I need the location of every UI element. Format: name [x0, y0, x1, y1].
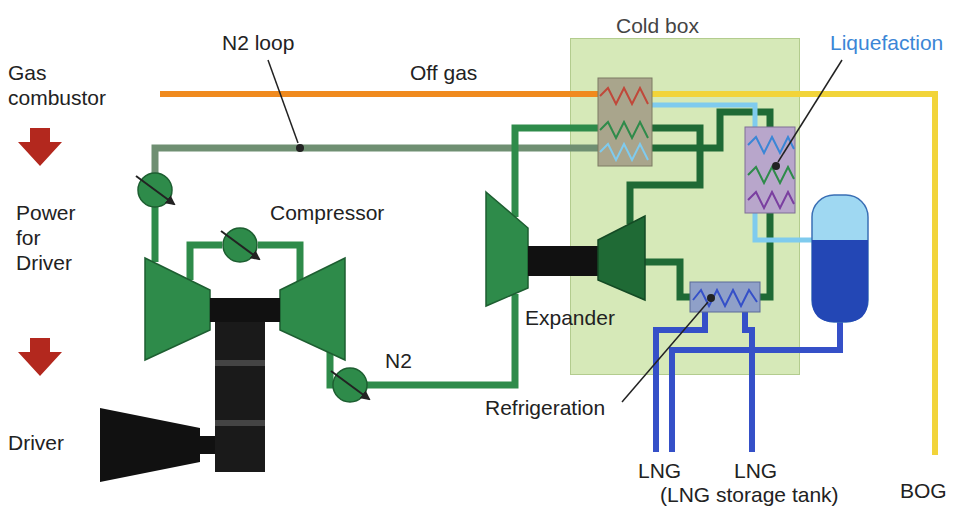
- equipment-label: Driver: [8, 430, 64, 455]
- stream-label: N2: [385, 348, 412, 373]
- compressor-stage: [280, 258, 345, 360]
- n2-pipe: [367, 294, 515, 385]
- leader-dot: [296, 144, 304, 152]
- stream-label: BOG: [900, 478, 947, 503]
- compressor-shaft: [210, 298, 280, 322]
- power-label: Power for Driver: [16, 200, 91, 276]
- n2-return-pipe: [155, 148, 600, 173]
- equipment-label: Compressor: [270, 200, 384, 225]
- vessel-liquid: [812, 240, 868, 322]
- cooler-arrow: [136, 176, 174, 204]
- booster-compressor: [486, 192, 528, 306]
- power-arrow: [18, 128, 62, 166]
- n2-pipe: [152, 207, 159, 262]
- source-label: Gas combustor: [8, 60, 128, 110]
- cooler-symbol: [223, 228, 257, 262]
- power-arrow: [18, 338, 62, 376]
- equipment-label: Expander: [525, 305, 615, 330]
- gearbox-band: [215, 360, 265, 366]
- separator-vessel: [812, 195, 868, 322]
- stream-label: LNG: [638, 458, 681, 483]
- box-heading: Cold box: [616, 13, 699, 38]
- gearbox: [215, 322, 265, 472]
- n2-pipe: [190, 245, 222, 280]
- callout-label: Liquefaction: [830, 30, 943, 55]
- callout-label: Refrigeration: [485, 395, 605, 420]
- cooler-symbol: [333, 368, 367, 402]
- cooler-arrow: [221, 231, 259, 259]
- leader-line: [268, 60, 298, 143]
- driver-symbol: [100, 408, 200, 482]
- compressor-stage: [145, 258, 210, 360]
- driver-shaft: [200, 436, 215, 454]
- cooler-arrow: [331, 371, 369, 399]
- gearbox-band: [215, 420, 265, 426]
- stream-label: Off gas: [410, 60, 477, 85]
- stream-label: N2 loop: [222, 30, 294, 55]
- n2-pipe: [258, 245, 300, 282]
- stream-label: LNG: [734, 458, 777, 483]
- cooler-symbol: [138, 173, 172, 207]
- n2-pipe: [330, 352, 333, 385]
- off-gas-pipe: [160, 91, 600, 97]
- stream-label: (LNG storage tank): [660, 482, 839, 507]
